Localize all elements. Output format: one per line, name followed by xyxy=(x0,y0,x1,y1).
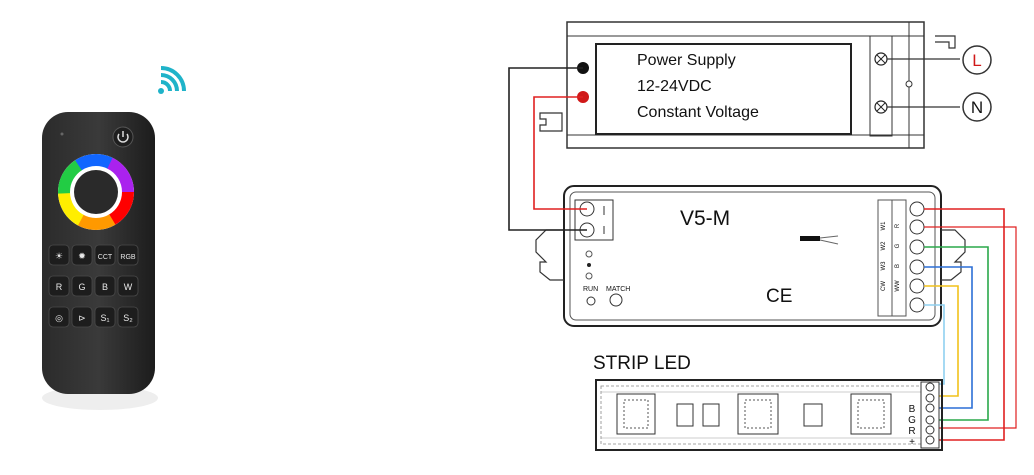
antenna-connector xyxy=(800,236,820,241)
strip-pin-b: B xyxy=(909,404,916,415)
power-icon[interactable] xyxy=(112,126,134,148)
white-button-label: W xyxy=(124,282,133,292)
wifi-signal-icon xyxy=(158,66,186,94)
led-strip: STRIP LED xyxy=(593,353,943,451)
brightness-up-button-label: ✹ xyxy=(78,251,86,261)
red-button[interactable]: R xyxy=(48,275,70,297)
green-button[interactable]: G xyxy=(71,275,93,297)
match-button[interactable] xyxy=(609,293,623,307)
run-led xyxy=(586,296,596,306)
scene-2-button-label: S₂ xyxy=(123,313,133,323)
svg-text:N: N xyxy=(971,98,983,117)
brightness-up-button[interactable]: ✹ xyxy=(71,244,93,266)
white-button[interactable]: W xyxy=(117,275,139,297)
strip-pin-g: G xyxy=(908,415,916,426)
match-label: MATCH xyxy=(606,286,630,293)
strip-title: STRIP LED xyxy=(593,353,691,374)
channel-label-w1: W1 xyxy=(881,221,887,231)
power-supply: Power Supply 12-24VDC Constant Voltage L xyxy=(539,21,992,149)
red-button-label: R xyxy=(56,282,63,292)
cct-button-label: CCT xyxy=(98,254,113,261)
cct-button[interactable]: CCT xyxy=(94,244,116,266)
led-chip-3 xyxy=(850,393,892,435)
ps-label-line2: 12-24VDC xyxy=(637,78,712,95)
ps-label-line3: Constant Voltage xyxy=(637,104,759,121)
resistor-1 xyxy=(676,403,720,427)
channel-label-cw: CW xyxy=(881,281,887,291)
color-mode-button[interactable]: ◎ xyxy=(48,306,70,328)
color-mode-button-label: ◎ xyxy=(55,313,63,323)
channel-label-ww: WW xyxy=(895,280,901,292)
channel-label-b: B xyxy=(895,264,901,268)
green-button-label: G xyxy=(78,282,85,292)
blue-button[interactable]: B xyxy=(94,275,116,297)
ps-terminal-screw-n xyxy=(874,100,888,114)
rgb-button-label: RGB xyxy=(120,254,136,261)
brightness-down-button[interactable]: ☀ xyxy=(48,244,70,266)
channel-label-w3: W3 xyxy=(881,261,887,271)
ce-mark: CE xyxy=(766,286,792,307)
scene-1-button[interactable]: S₁ xyxy=(94,306,116,328)
svg-text:L: L xyxy=(972,51,981,70)
strip-pin-r: R xyxy=(908,426,915,437)
strip-pin-labels: BGR+ xyxy=(908,404,916,448)
brightness-down-button-label: ☀ xyxy=(55,251,63,261)
run-label: RUN xyxy=(583,286,598,293)
rgb-button[interactable]: RGB xyxy=(117,244,139,266)
scene-2-button[interactable]: S₂ xyxy=(117,306,139,328)
led-chip-1 xyxy=(616,393,656,435)
output-terminals xyxy=(909,201,925,313)
ps-terminal-screw-l xyxy=(874,52,888,66)
resistor-2 xyxy=(803,403,823,427)
color-wheel[interactable] xyxy=(58,154,134,230)
ps-label-line1: Power Supply xyxy=(637,52,736,69)
channel-label-g: G xyxy=(895,243,901,248)
terminal-l-label: L xyxy=(962,45,992,75)
strip-pin-plus: + xyxy=(909,437,915,448)
channel-label-w2: W2 xyxy=(881,241,887,251)
controller-title: V5-M xyxy=(680,207,730,230)
play-button-label: ⊳ xyxy=(78,313,86,323)
play-button[interactable]: ⊳ xyxy=(71,306,93,328)
wiring xyxy=(508,67,1017,441)
channel-label-r: R xyxy=(895,223,901,228)
blue-button-label: B xyxy=(102,282,108,292)
terminal-n-label: N xyxy=(962,92,992,122)
strip-pads xyxy=(920,381,940,449)
scene-1-button-label: S₁ xyxy=(100,313,109,323)
led-chip-2 xyxy=(737,393,779,435)
